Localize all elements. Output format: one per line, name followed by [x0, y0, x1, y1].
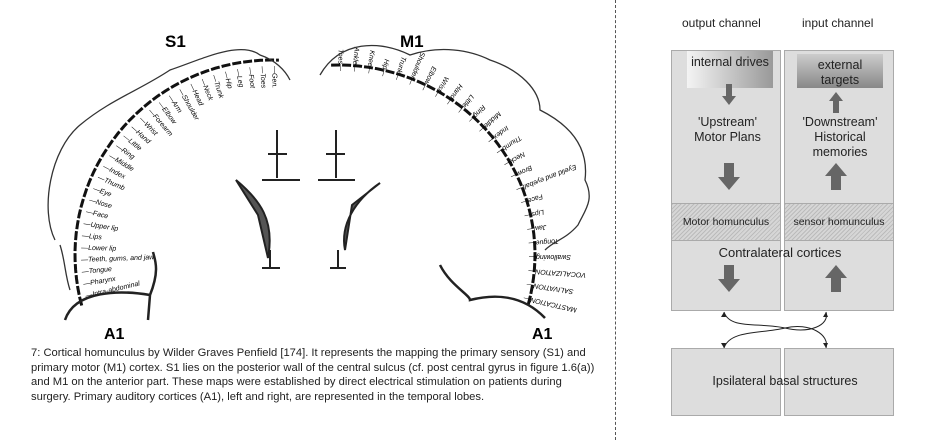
region-label: —Lips	[81, 233, 103, 242]
a1-left-label: A1	[104, 326, 125, 343]
region-label: Lips—	[523, 208, 545, 219]
column-separator	[615, 0, 616, 440]
cortex-arc	[331, 63, 537, 305]
ipsilateral-input-box	[784, 348, 894, 416]
a1-right-label: A1	[532, 326, 553, 343]
arrow-down-icon	[718, 265, 740, 292]
arrow-up-icon	[829, 92, 843, 113]
arrow-up-icon	[825, 163, 847, 190]
region-label: —Teeth, gums, and jaw	[80, 254, 155, 264]
region-label: —Toes	[258, 65, 266, 89]
region-label: Jaw—	[526, 223, 548, 233]
region-label: —Gen.	[270, 65, 277, 88]
region-label: Hip—	[379, 58, 390, 78]
sensor-homunculus-band: sensor homunculus	[784, 203, 894, 241]
arrow-up-icon	[825, 265, 847, 292]
region-label: Tongue—	[527, 237, 559, 246]
temporal-lobe-sketch	[63, 251, 546, 321]
arrowhead-icons	[721, 312, 828, 348]
region-label: VOCALIZATION—	[527, 267, 586, 278]
arrow-down-icon	[718, 163, 740, 190]
crossing-connection-arrows	[723, 311, 827, 349]
region-label: —Lower lip	[80, 245, 116, 253]
ipsilateral-output-box	[671, 348, 781, 416]
region-label: Toes—	[336, 49, 343, 72]
region-label: —Leg	[234, 67, 245, 88]
contralateral-cortices-label: Contralateral cortices	[718, 245, 842, 260]
input-channel-label: input channel	[802, 16, 874, 30]
region-label: —Hip	[222, 70, 233, 90]
downstream-historical-memories: 'Downstream' Historical memories	[802, 115, 878, 159]
m1-label: M1	[400, 32, 424, 51]
arrow-down-icon	[722, 84, 736, 105]
motor-homunculus-band: Motor homunculus	[671, 203, 781, 241]
output-channel-label: output channel	[682, 16, 761, 30]
central-sulcus-sketch	[235, 130, 381, 269]
internal-drives-box: internal drives	[687, 51, 773, 88]
upstream-motor-plans: 'Upstream' Motor Plans	[694, 115, 761, 144]
cortex-arc	[73, 58, 279, 306]
region-label: —Foot	[246, 66, 256, 90]
figure-caption: 7: Cortical homunculus by Wilder Graves …	[31, 347, 595, 403]
s1-label: S1	[165, 32, 186, 51]
cortical-homunculus-illustration: —Intra-abdominal—Pharynx—Tongue—Teeth, g…	[47, 32, 590, 343]
ipsilateral-basal-structures-label: Ipsilateral basal structures	[712, 374, 858, 388]
region-label: Knee—	[365, 50, 376, 75]
homunculus-body-outline	[47, 44, 590, 291]
region-label: Swallowing—	[528, 253, 571, 260]
region-label: Ankle—	[351, 46, 360, 73]
external-targets-box: external targets	[797, 54, 883, 88]
region-label: —Tongue	[80, 266, 112, 276]
